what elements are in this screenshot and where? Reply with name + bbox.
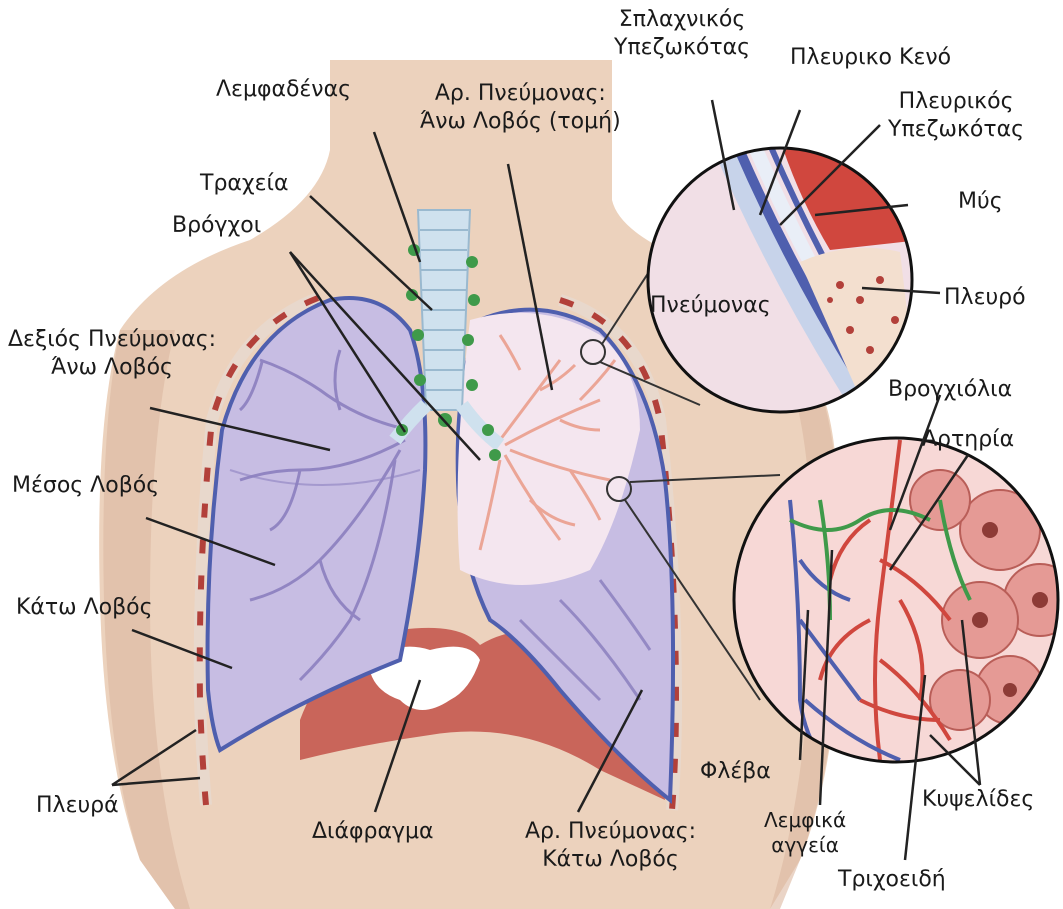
label-visceral-pleura-line1: Σπλαχνικός <box>614 6 750 34</box>
label-lymph-node: Λεμφαδένας <box>216 76 351 104</box>
label-trachea: Τραχεία <box>200 170 288 198</box>
label-left-upper-lobe-line1: Αρ. Πνεύμονας: <box>420 80 621 108</box>
label-parietal-pleura: Πλευρικός Υπεζωκότας <box>888 88 1024 143</box>
label-artery: Αρτηρία <box>922 426 1014 454</box>
label-visceral-pleura-line2: Υπεζωκότας <box>614 34 750 62</box>
label-parietal-pleura-line1: Πλευρικός <box>888 88 1024 116</box>
label-right-upper-lobe-line1: Δεξιός Πνεύμονας: <box>8 326 216 354</box>
label-left-upper-lobe: Αρ. Πνεύμονας: Άνω Λοβός (τομή) <box>420 80 621 135</box>
label-lymph-vessels-line1: Λεμφικά <box>764 808 846 833</box>
label-lymph-vessels: Λεμφικά αγγεία <box>764 808 846 858</box>
label-left-lower-lobe: Αρ. Πνεύμονας: Κάτω Λοβός <box>525 818 696 873</box>
label-pleural-space: Πλευρικο Κενό <box>790 44 951 72</box>
label-right-upper-lobe: Δεξιός Πνεύμονας: Άνω Λοβός <box>8 326 216 381</box>
label-right-upper-lobe-line2: Άνω Λοβός <box>8 354 216 382</box>
label-bronchi: Βρόγχοι <box>172 212 261 240</box>
label-parietal-pleura-line2: Υπεζωκότας <box>888 116 1024 144</box>
label-left-lower-lobe-line1: Αρ. Πνεύμονας: <box>525 818 696 846</box>
label-visceral-pleura: Σπλαχνικός Υπεζωκότας <box>614 6 750 61</box>
label-ribs: Πλευρά <box>36 792 119 820</box>
label-lung: Πνεύμονας <box>650 292 771 320</box>
label-vein: Φλέβα <box>700 758 771 786</box>
label-left-upper-lobe-line2: Άνω Λοβός (τομή) <box>420 108 621 136</box>
label-bronchioles: Βρογχιόλια <box>888 376 1012 404</box>
label-diaphragm: Διάφραγμα <box>312 818 434 846</box>
label-muscle: Μύς <box>958 188 1003 216</box>
label-alveoli: Κυψελίδες <box>922 786 1034 814</box>
label-left-lower-lobe-line2: Κάτω Λοβός <box>525 846 696 874</box>
label-middle-lobe: Μέσος Λοβός <box>12 472 159 500</box>
label-lymph-vessels-line2: αγγεία <box>764 833 846 858</box>
label-rib: Πλευρό <box>944 284 1026 312</box>
label-capillaries: Τριχοειδή <box>838 866 946 894</box>
label-lower-lobe: Κάτω Λοβός <box>16 594 153 622</box>
